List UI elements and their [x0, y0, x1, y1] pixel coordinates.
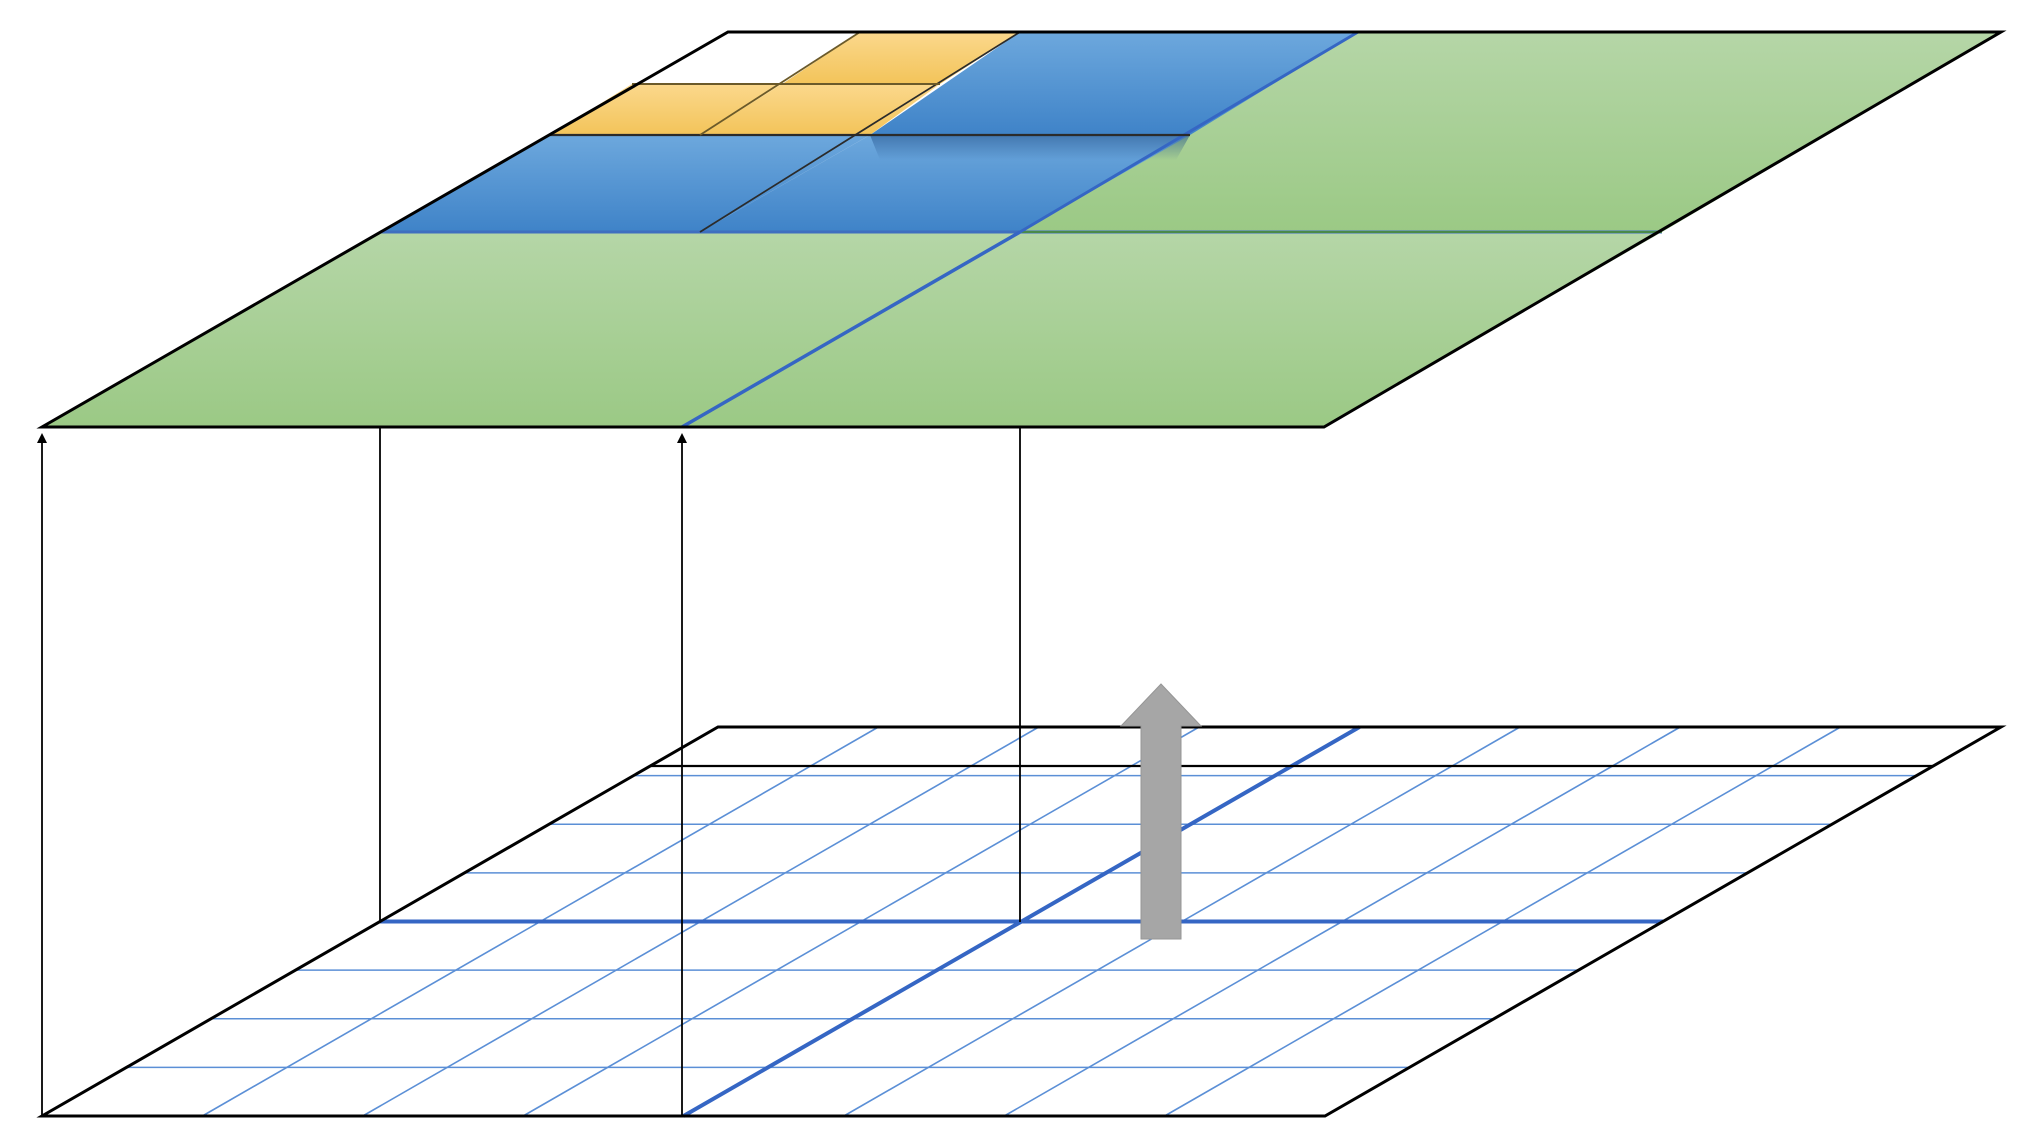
- coarse-cell-front-right: [682, 232, 1662, 427]
- up-arrow: [1119, 683, 1203, 940]
- medium-divider-diagonal: [699, 31, 1021, 233]
- fine-divider-diagonal: [699, 31, 861, 136]
- bottom-grid-layer: [36, 725, 2007, 1118]
- bottom-grid-col-divider-major: [682, 725, 1361, 1118]
- bottom-grid-thick-lines: [380, 725, 1663, 1118]
- fine-cell-back-right: [782, 32, 1020, 84]
- coarse-cell-back-right: [1020, 32, 2001, 232]
- coarse-divider-diagonal-back: [1019, 30, 1359, 234]
- top-refined-layer: [36, 30, 2007, 429]
- fine-cell-back-left: [632, 32, 860, 84]
- medium-cell-shadow: [870, 135, 1190, 160]
- top-layer-outline: [36, 30, 2007, 429]
- medium-cell-back-right: [870, 32, 1358, 135]
- top-layer-dividers: [380, 30, 1662, 429]
- coarse-cell-front-left: [42, 232, 1020, 427]
- coarse-divider-diagonal-front: [681, 230, 1021, 429]
- fine-cell-front-left: [550, 84, 782, 135]
- medium-cell-front-left: [380, 135, 870, 232]
- fine-cell-front-right: [700, 84, 940, 135]
- bottom-grid-outline: [36, 725, 2007, 1118]
